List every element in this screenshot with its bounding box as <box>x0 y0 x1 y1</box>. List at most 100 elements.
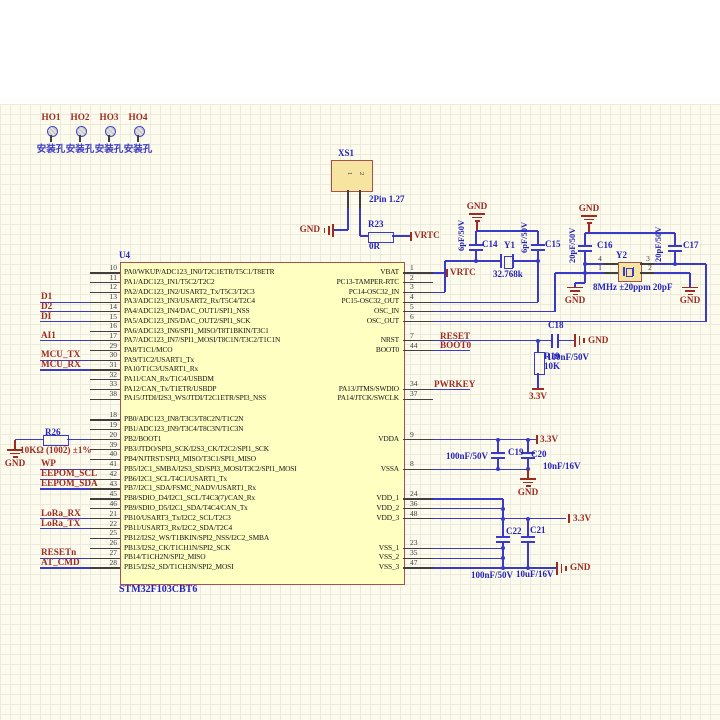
pin-name[interactable]: PB6/I2C1_SCL/T4C1/USART1_Tx <box>124 473 228 483</box>
resistor-r23-refdes[interactable]: R23 <box>368 219 384 229</box>
capacitor-c16-value[interactable]: 20pF/50V <box>567 227 577 263</box>
connector-description[interactable]: 2Pin 1.27 <box>369 193 405 204</box>
power-label-3v3[interactable]: 3.3V <box>540 433 559 444</box>
capacitor-c16-refdes[interactable]: C16 <box>597 240 613 250</box>
pin-name[interactable]: PB15/I2S2_SD/T1CH3N/SPI2_MOSI <box>124 562 234 572</box>
capacitor-c18-value[interactable]: 100nF/50V <box>547 351 590 362</box>
pin-number[interactable]: 21 <box>109 508 118 518</box>
pin-name[interactable]: PB14/T1CH2N/SPI2_MISO <box>124 552 206 562</box>
capacitor-c21-refdes[interactable]: C21 <box>530 525 546 535</box>
pin-number[interactable]: 23 <box>410 538 418 548</box>
ic-part-number[interactable]: STM32F103CBT6 <box>119 584 198 595</box>
mounting-hole-label[interactable]: HO3 <box>99 111 119 122</box>
pin-name[interactable]: PA9/T1C2/USART1_Tx <box>124 354 195 364</box>
mounting-hole-label[interactable]: HO2 <box>70 111 90 122</box>
pin-number[interactable]: 34 <box>410 379 418 389</box>
crystal-y1[interactable] <box>500 254 502 268</box>
capacitor-c22-value[interactable]: 100nF/50V <box>471 569 514 580</box>
gnd-symbol-reset-label[interactable]: GND <box>588 334 609 345</box>
capacitor-c18-refdes[interactable]: C18 <box>548 319 564 330</box>
gnd-symbol-vss-label[interactable]: GND <box>570 562 591 573</box>
gnd-symbol-y2-top-label[interactable]: GND <box>578 202 600 213</box>
net-label-mcu_rx[interactable]: MCU_RX <box>41 359 81 369</box>
capacitor-c20[interactable] <box>521 452 535 454</box>
pin-number[interactable]: 18 <box>109 410 118 419</box>
capacitor-c17[interactable] <box>668 250 682 252</box>
pin-number[interactable]: 1 <box>410 263 414 272</box>
capacitor-c16[interactable] <box>578 245 592 247</box>
net-label-reset[interactable]: RESET <box>440 330 471 341</box>
pin-name[interactable]: PB13/I2S2_CK/T1CH1N/SPI2_SCK <box>124 542 231 552</box>
power-label-3v3[interactable]: 3.3V <box>573 512 592 523</box>
pin-number[interactable]: 4 <box>410 292 414 302</box>
pin-name[interactable]: PC13-TAMPER-RTC <box>336 277 400 286</box>
net-label-pwrkey[interactable]: PWRKEY <box>434 378 476 389</box>
pin-number[interactable]: 12 <box>109 282 118 292</box>
crystal-y2[interactable] <box>623 266 625 276</box>
capacitor-c14-refdes[interactable]: C14 <box>482 239 498 249</box>
net-label-resetn[interactable]: RESETn <box>41 547 77 558</box>
net-label-eepom_scl[interactable]: EEPOM_SCL <box>41 468 98 479</box>
pin-name[interactable]: PA14/JTCK/SWCLK <box>337 393 399 403</box>
pin-number[interactable]: 47 <box>410 558 418 568</box>
gnd-symbol-y1-label[interactable]: GND <box>466 200 488 211</box>
resistor-r23[interactable] <box>368 231 394 243</box>
pin-number[interactable]: 22 <box>109 518 118 528</box>
net-label-eepom_sda[interactable]: EEPOM_SDA <box>41 478 98 489</box>
pin-name[interactable]: PB1/ADC123_IN9/T3C4/T8C3N/T1C3N <box>124 424 244 434</box>
crystal-pin-number[interactable]: 4 <box>598 253 602 263</box>
pin-number[interactable]: 42 <box>109 469 118 479</box>
net-label-vrtc[interactable]: VRTC <box>414 229 440 240</box>
connector-refdes[interactable]: XS1 <box>338 147 355 158</box>
ic-stm32f103cbt6[interactable] <box>120 262 405 585</box>
capacitor-c18[interactable] <box>557 333 559 348</box>
net-label-ai1[interactable]: AI1 <box>41 329 56 340</box>
capacitor-c17[interactable] <box>668 245 682 247</box>
mounting-hole-label[interactable]: HO4 <box>128 111 148 122</box>
pin-name[interactable]: VDD_1 <box>376 493 399 503</box>
capacitor-c22[interactable] <box>496 536 510 538</box>
pin-number[interactable]: 48 <box>410 508 418 518</box>
resistor-r19-value[interactable]: 10K <box>544 361 561 371</box>
pin-name[interactable]: VDDA <box>378 434 399 444</box>
pin-number[interactable]: 25 <box>109 528 118 538</box>
pin-number[interactable]: 30 <box>109 350 118 360</box>
pin-number[interactable]: 27 <box>109 548 118 558</box>
capacitor-c15-value[interactable]: 6pF/50V <box>519 221 529 253</box>
pin-number[interactable]: 37 <box>410 389 418 399</box>
pin-name[interactable]: PA10/T1C3/USART1_Rx <box>124 364 199 374</box>
pin-name[interactable]: VSS_1 <box>378 542 399 552</box>
gnd-symbol-vssa-label[interactable]: GND <box>517 486 539 497</box>
pin-name[interactable]: PA1/ADC123_IN1/T5C2/T2C2 <box>124 277 215 286</box>
pin-name[interactable]: PB7/I2C1_SDA/FSMC_NADV/USART1_Rx <box>124 483 256 493</box>
pin-name[interactable]: PA7/ADC123_IN7/SPI1_MOSI/T8C1N/T3C2/T1C1… <box>124 335 281 345</box>
capacitor-c20-value[interactable]: 10nF/16V <box>543 461 581 471</box>
pin-number[interactable]: 5 <box>410 301 414 311</box>
capacitor-c19[interactable] <box>491 452 505 454</box>
pin-number[interactable]: 2 <box>410 272 414 282</box>
pin-number[interactable]: 8 <box>410 459 414 469</box>
pin-number[interactable]: 28 <box>109 558 118 568</box>
mounting-hole-label[interactable]: HO1 <box>41 111 61 122</box>
pin-name[interactable]: PB12/I2S2_WS/T1BKIN/SPI2_NSS/I2C2_SMBA <box>124 532 270 542</box>
pin-number[interactable]: 19 <box>109 419 118 429</box>
pin-number[interactable]: 45 <box>109 488 118 498</box>
resistor-r26-refdes[interactable]: R26 <box>45 426 61 437</box>
pin-name[interactable]: PB11/USART3_Rx/I2C2_SDA/T2C4 <box>124 522 233 532</box>
capacitor-c21[interactable] <box>521 541 535 543</box>
gnd-symbol-y2-right-label[interactable]: GND <box>679 295 701 305</box>
net-label-lora_rx[interactable]: LoRa_RX <box>41 507 81 518</box>
pin-number[interactable]: 6 <box>410 311 414 321</box>
pin-name[interactable]: VDD_2 <box>376 503 399 513</box>
pin-name[interactable]: VBAT <box>380 267 399 277</box>
pin-name[interactable]: VSS_3 <box>378 562 399 572</box>
pin-number[interactable]: 24 <box>410 488 418 498</box>
gnd-symbol-r26-label[interactable]: GND <box>4 457 26 468</box>
net-label-wp[interactable]: WP <box>41 458 56 469</box>
net-label-d1[interactable]: D1 <box>41 291 53 302</box>
pin-name[interactable]: PB3/JTDO/SPI3_SCK/I2S3_CK/T2C2/SPI1_SCK <box>124 443 269 453</box>
pin-number[interactable]: 33 <box>109 379 118 389</box>
pin-name[interactable]: PA15/JTDI/I2S3_WS/JTDI/T2C1ETR/SPI3_NSS <box>124 393 267 403</box>
capacitor-c20[interactable] <box>521 457 535 459</box>
power-label-3v3[interactable]: 3.3V <box>528 390 548 401</box>
